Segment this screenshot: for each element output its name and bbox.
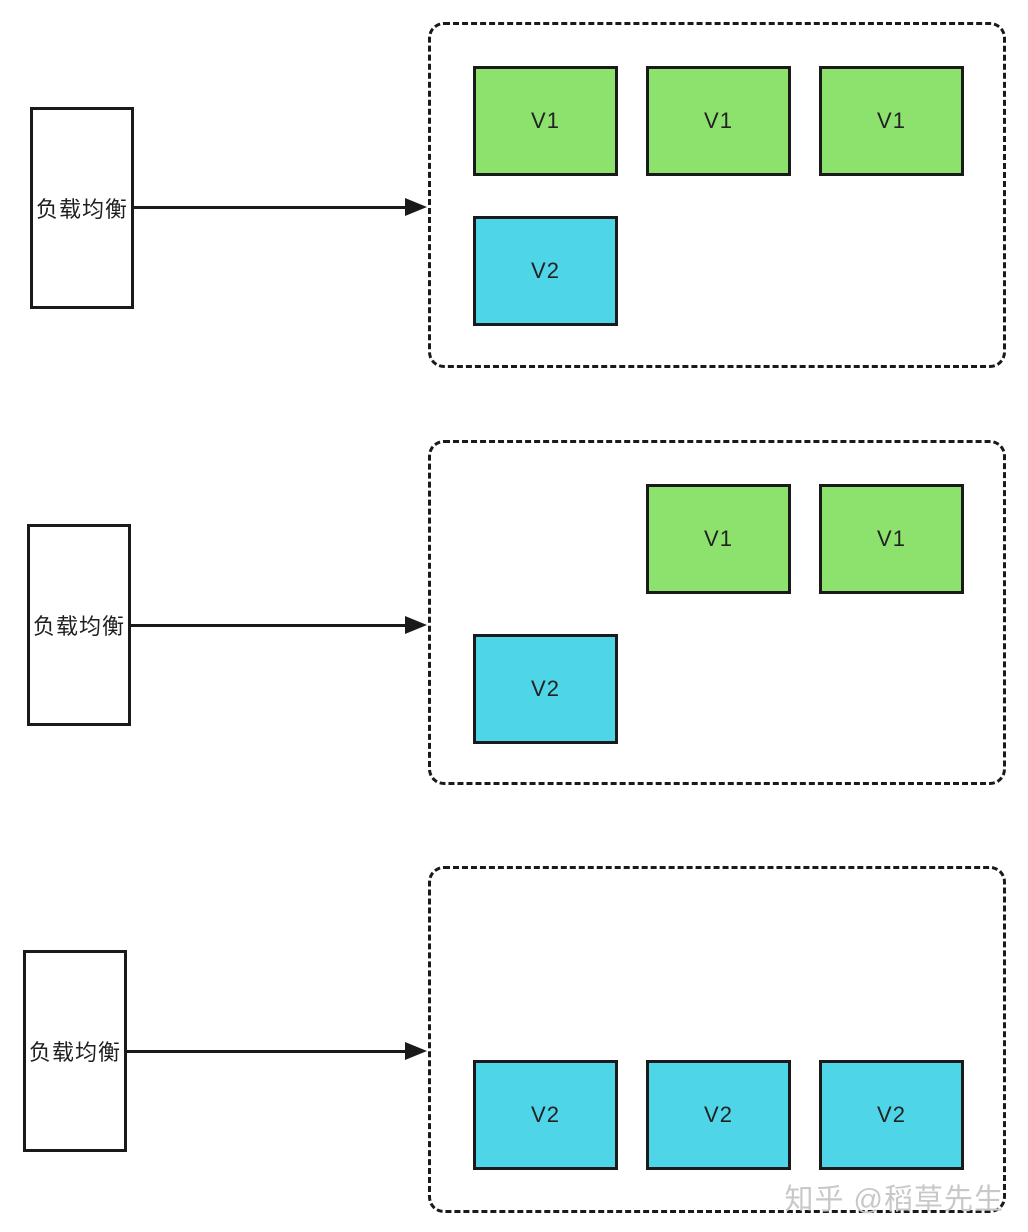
load-balancer-label: 负载均衡	[32, 614, 125, 639]
instance-box-v2: V2	[819, 1060, 964, 1170]
load-balancer-box-stage1: 负载均衡	[30, 107, 134, 309]
load-balancer-box-stage2: 负载均衡	[27, 524, 131, 726]
arrow-head-icon	[405, 1042, 427, 1060]
instance-box-v2: V2	[473, 634, 618, 744]
instance-box-v1: V1	[819, 484, 964, 594]
load-balancer-box-stage3: 负载均衡	[23, 950, 127, 1152]
instance-box-v1: V1	[819, 66, 964, 176]
load-balancer-label: 负载均衡	[28, 1040, 121, 1065]
instance-box-v1: V1	[473, 66, 618, 176]
instance-box-v1: V1	[646, 66, 791, 176]
server-cluster-stage3: V2 V2 V2	[428, 866, 1006, 1213]
arrow-line-stage1	[134, 206, 406, 209]
server-cluster-stage2: V1 V1 V2	[428, 440, 1006, 785]
arrow-head-icon	[405, 198, 427, 216]
arrow-line-stage3	[127, 1050, 406, 1053]
instance-box-v1: V1	[646, 484, 791, 594]
instance-box-v2: V2	[646, 1060, 791, 1170]
arrow-head-icon	[405, 616, 427, 634]
arrow-line-stage2	[131, 624, 406, 627]
server-cluster-stage1: V1 V1 V1 V2	[428, 22, 1006, 368]
instance-box-v2: V2	[473, 216, 618, 326]
load-balancer-label: 负载均衡	[35, 197, 128, 222]
instance-box-v2: V2	[473, 1060, 618, 1170]
watermark: 知乎 @稻草先生	[784, 1184, 1004, 1216]
